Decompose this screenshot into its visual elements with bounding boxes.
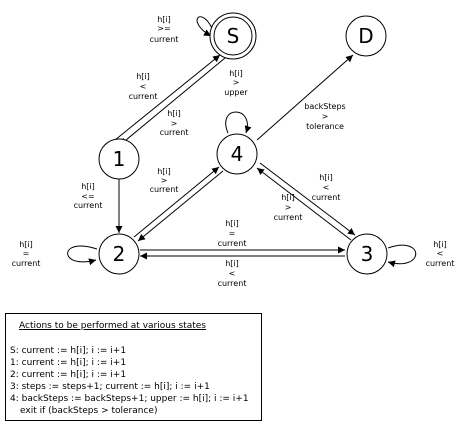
svg-text:h[i]: h[i]	[281, 193, 295, 202]
legend-row-4: 4: backSteps := backSteps+1; upper := h[…	[10, 394, 249, 404]
svg-text:>: >	[285, 203, 292, 212]
self-loop-3	[387, 244, 417, 268]
edge-s-1	[114, 54, 226, 146]
svg-text:h[i]: h[i]	[229, 69, 243, 78]
self-loop-2	[67, 245, 98, 266]
svg-text:h[i]: h[i]	[81, 182, 95, 191]
svg-text:<=: <=	[81, 192, 94, 201]
svg-text:h[i]: h[i]	[157, 167, 171, 176]
legend-row-2: 2: current := h[i]; i := i+1	[10, 370, 127, 380]
svg-text:>: >	[233, 78, 240, 87]
label-4-3: h[i] < current	[312, 173, 341, 202]
svg-text:=: =	[23, 249, 30, 258]
svg-text:h[i]: h[i]	[136, 72, 150, 81]
legend-row-3: 3: steps := steps+1; current := h[i]; i …	[10, 382, 210, 392]
actions-legend: Actions to be performed at various state…	[5, 313, 262, 421]
edge-4-d	[256, 54, 354, 141]
label-3-4: h[i] > current	[274, 193, 303, 222]
svg-text:h[i]: h[i]	[225, 259, 239, 268]
svg-text:current: current	[12, 259, 41, 268]
svg-text:h[i]: h[i]	[433, 240, 447, 249]
svg-text:h[i]: h[i]	[19, 240, 33, 249]
svg-text:current: current	[218, 279, 247, 288]
label-s-self: h[i] >= current	[150, 15, 179, 44]
label-2-self: h[i] = current	[12, 240, 41, 268]
svg-text:<: <	[140, 82, 147, 91]
svg-text:current: current	[129, 92, 158, 101]
self-loop-4	[225, 111, 252, 134]
svg-text:>: >	[171, 119, 178, 128]
svg-text:=: =	[229, 229, 236, 238]
node-1-label: 1	[113, 147, 126, 171]
svg-text:current: current	[160, 128, 189, 137]
node-4-label: 4	[231, 142, 244, 166]
svg-text:tolerance: tolerance	[306, 122, 344, 131]
svg-text:>: >	[161, 176, 168, 185]
svg-text:backSteps: backSteps	[304, 102, 345, 111]
node-s[interactable]: S	[209, 12, 257, 60]
label-2-4: h[i] > current	[150, 167, 179, 194]
node-2[interactable]: 2	[98, 233, 140, 275]
label-4-d: backSteps > tolerance	[304, 102, 345, 131]
legend-row-1: 1: current := h[i]; i := i+1	[10, 358, 127, 368]
node-3[interactable]: 3	[346, 233, 388, 275]
svg-text:>=: >=	[157, 24, 170, 33]
legend-title: Actions to be performed at various state…	[19, 321, 206, 331]
label-s-1: h[i] < current	[129, 72, 158, 101]
node-2-label: 2	[113, 242, 126, 266]
node-4[interactable]: 4	[216, 133, 258, 175]
svg-text:upper: upper	[224, 88, 248, 97]
node-1[interactable]: 1	[98, 138, 140, 180]
svg-text:h[i]: h[i]	[167, 109, 181, 118]
edge-2-3	[140, 246, 345, 260]
node-3-label: 3	[361, 242, 374, 266]
node-d-label: D	[358, 24, 373, 48]
svg-text:current: current	[74, 201, 103, 210]
svg-text:h[i]: h[i]	[157, 15, 171, 24]
node-s-label: S	[227, 24, 240, 48]
svg-text:current: current	[426, 259, 455, 268]
legend-row-s: S: current := h[i]; i := i+1	[10, 346, 127, 356]
svg-text:<: <	[323, 183, 330, 192]
svg-text:current: current	[312, 193, 341, 202]
label-1-2: h[i] <= current	[74, 182, 103, 210]
svg-text:current: current	[218, 239, 247, 248]
self-loop-s	[196, 16, 213, 37]
label-2-3: h[i] = current	[218, 219, 247, 248]
node-d[interactable]: D	[345, 15, 387, 57]
edge-3-4	[256, 162, 356, 241]
edge-2-4	[133, 166, 224, 242]
label-3-self: h[i] < current	[426, 240, 455, 268]
svg-text:<: <	[229, 269, 236, 278]
label-1-s: h[i] > current	[160, 109, 189, 137]
svg-text:>: >	[322, 112, 329, 121]
svg-text:h[i]: h[i]	[225, 219, 239, 228]
svg-text:current: current	[274, 213, 303, 222]
svg-text:h[i]: h[i]	[319, 173, 333, 182]
svg-text:current: current	[150, 35, 179, 44]
label-3-2: h[i] < current	[218, 259, 247, 288]
label-4-self: h[i] > upper	[224, 69, 248, 97]
svg-text:current: current	[150, 185, 179, 194]
svg-text:<: <	[437, 249, 444, 258]
legend-row-exit: exit if (backSteps > tolerance)	[20, 406, 158, 416]
